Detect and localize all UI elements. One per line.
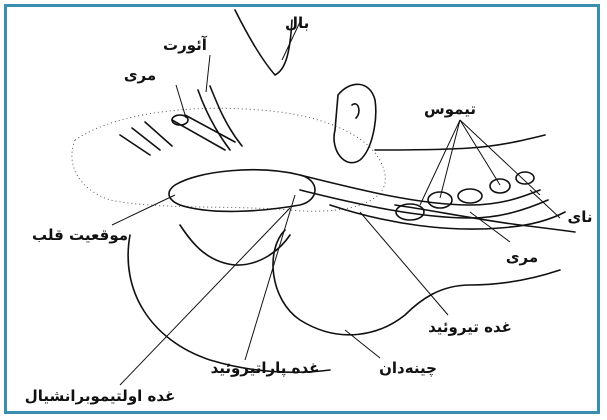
label-aorta: آئورت — [163, 36, 208, 54]
label-thymus: تیموس — [424, 100, 476, 118]
label-esophagus-top: مری — [124, 66, 156, 84]
label-esophagus-right: مری — [506, 248, 538, 266]
label-parathyroid: غده پاراتیروئید — [211, 359, 320, 378]
label-heart-position: موقعیت قلب — [32, 226, 128, 244]
label-trachea: نای — [567, 208, 592, 226]
wing-outline — [235, 10, 292, 75]
bone-hook — [352, 104, 359, 118]
crop-sac — [273, 230, 560, 335]
label-thyroid: غده تیروئید — [428, 318, 512, 336]
label-ultimobranchial: غده اولتیموبرانشیال — [25, 387, 176, 405]
lower-body-outline — [128, 235, 330, 372]
vessel-stubs — [120, 115, 235, 155]
label-crop: چینه‌دان — [379, 359, 437, 378]
bone-shape — [334, 84, 376, 162]
neck-contour — [375, 135, 545, 150]
body-mass-dotted — [72, 108, 385, 211]
heart-shape — [169, 170, 315, 212]
label-wing: بال — [285, 14, 309, 32]
